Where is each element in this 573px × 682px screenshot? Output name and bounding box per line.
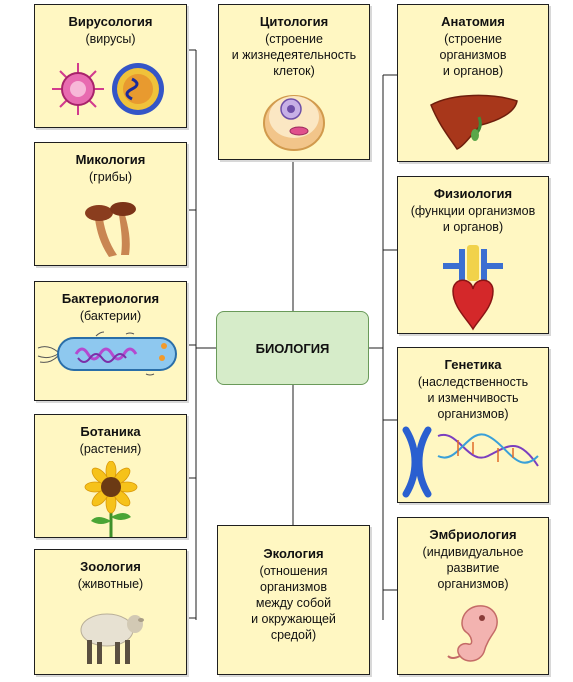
bacteriology-desc: (бактерии) bbox=[79, 309, 142, 323]
virology-desc: (вирусы) bbox=[85, 32, 136, 46]
heart-icon bbox=[398, 243, 548, 331]
box-botany: Ботаника (растения) bbox=[34, 414, 187, 538]
box-virology: Вирусология (вирусы) bbox=[34, 4, 187, 128]
embryology-desc-1: (индивидуальное bbox=[422, 545, 524, 559]
cytology-title: Цитология bbox=[259, 14, 329, 29]
ecology-desc-2: организмов bbox=[260, 580, 327, 594]
physiology-desc-1: (функции организмов bbox=[410, 204, 536, 218]
ecology-desc-1: (отношения bbox=[259, 564, 328, 578]
box-ecology: Экология (отношения организмов между соб… bbox=[217, 525, 370, 675]
botany-title: Ботаника bbox=[80, 424, 141, 439]
box-mycology: Микология (грибы) bbox=[34, 142, 187, 266]
zoology-title: Зоология bbox=[80, 559, 141, 574]
anatomy-desc-2: организмов bbox=[439, 48, 507, 62]
embryo-icon bbox=[398, 598, 548, 666]
genetics-desc-2: и изменчивость bbox=[427, 391, 519, 405]
box-embryology: Эмбриология (индивидуальное развитие орг… bbox=[397, 517, 549, 675]
box-bacteriology: Бактериология (бактерии) bbox=[34, 281, 187, 401]
liver-icon bbox=[398, 91, 548, 153]
botany-desc: (растения) bbox=[79, 442, 142, 456]
embryology-desc-2: развитие bbox=[446, 561, 500, 575]
box-cytology: Цитология (строение и жизнедеятельность … bbox=[218, 4, 370, 160]
mushroom-icon bbox=[35, 193, 186, 261]
ecology-title: Экология bbox=[263, 546, 324, 561]
anatomy-desc-3: и органов) bbox=[442, 64, 504, 78]
box-zoology: Зоология (животные) bbox=[34, 549, 187, 675]
bacteriology-title: Бактериология bbox=[61, 291, 160, 306]
zoology-desc: (животные) bbox=[77, 577, 144, 591]
genetics-desc-3: организмов) bbox=[437, 407, 509, 421]
genetics-title: Генетика bbox=[444, 357, 502, 372]
box-anatomy: Анатомия (строение организмов и органов) bbox=[397, 4, 549, 162]
center-label: БИОЛОГИЯ bbox=[255, 340, 330, 356]
virus-icon bbox=[35, 57, 186, 121]
cytology-desc-2: и жизнедеятельность bbox=[231, 48, 357, 62]
anatomy-title: Анатомия bbox=[441, 14, 505, 29]
cell-icon bbox=[219, 87, 369, 153]
ecology-desc-5: средой) bbox=[270, 628, 317, 642]
embryology-desc-3: организмов) bbox=[437, 577, 509, 591]
mycology-title: Микология bbox=[75, 152, 146, 167]
biology-center-node: БИОЛОГИЯ bbox=[216, 311, 369, 385]
sheep-icon bbox=[35, 602, 186, 668]
box-genetics: Генетика (наследственность и изменчивост… bbox=[397, 347, 549, 503]
cytology-desc-1: (строение bbox=[265, 32, 323, 46]
physiology-title: Физиология bbox=[433, 186, 513, 201]
embryology-title: Эмбриология bbox=[429, 527, 517, 542]
mycology-desc: (грибы) bbox=[89, 170, 132, 184]
anatomy-desc-1: (строение bbox=[444, 32, 502, 46]
sunflower-icon bbox=[35, 461, 186, 537]
bacterium-icon bbox=[35, 330, 186, 378]
physiology-desc-2: и органов) bbox=[442, 220, 504, 234]
genetics-desc-1: (наследственность bbox=[417, 375, 529, 389]
dna-chromosome-icon bbox=[398, 426, 548, 498]
ecology-desc-4: и окружающей bbox=[251, 612, 336, 626]
cytology-desc-3: клеток) bbox=[273, 64, 315, 78]
box-physiology: Физиология (функции организмов и органов… bbox=[397, 176, 549, 334]
virology-title: Вирусология bbox=[68, 14, 153, 29]
ecology-desc-3: между собой bbox=[255, 596, 332, 610]
